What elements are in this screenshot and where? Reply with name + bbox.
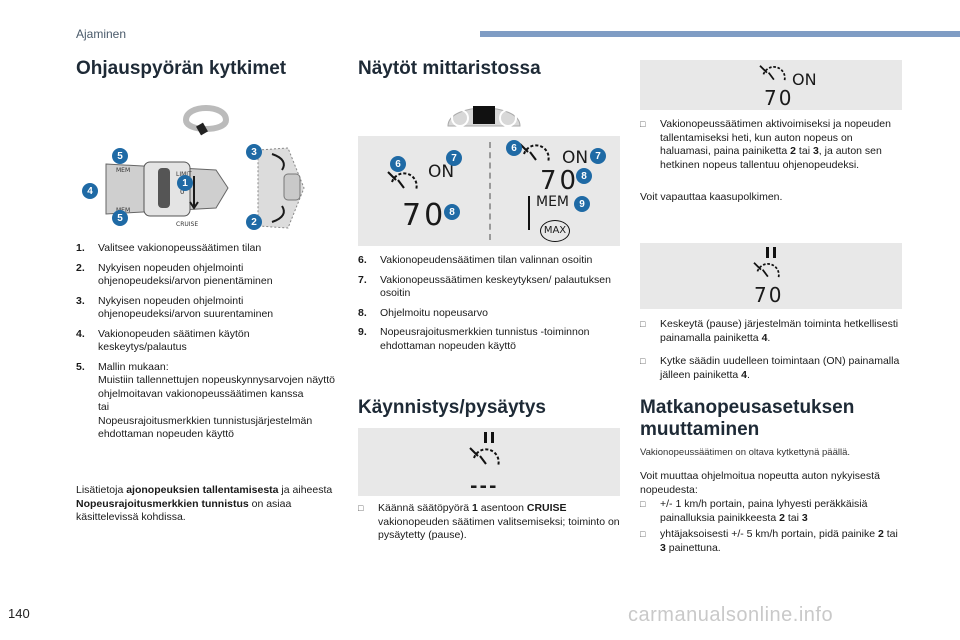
activate-bullet: □ Vakionopeussäätimen aktivoimiseksi ja …: [640, 118, 891, 171]
speedometer-icon-pause: [469, 447, 500, 467]
panel-divider: [489, 142, 491, 240]
pause-display-panel: ---: [358, 428, 620, 497]
pause-icon: [766, 247, 769, 258]
speedometer-icon-on: [759, 65, 786, 82]
display-on-label: ON: [428, 162, 455, 182]
bullet-icon: □: [640, 529, 646, 539]
stalk-limit-label: LIMIT: [176, 171, 192, 178]
release-paragraph: Voit vapauttaa kaasupolkimen.: [640, 191, 783, 203]
heading-start-stop: Käynnistys/pysäytys: [358, 397, 546, 418]
speedometer-icon-paused: [753, 262, 780, 279]
step-5-bullet: □ yhtäjaksoisesti +/- 5 km/h portain, pi…: [640, 528, 898, 554]
cruise-stalk-image: MEM MEM CRUISE LIMIT 0: [105, 161, 229, 228]
header-bar: [480, 31, 960, 37]
mem-arrow: [528, 196, 530, 230]
display-max-label: MAX: [540, 220, 570, 242]
badge-8-left: 8: [444, 204, 460, 220]
badge-2: 2: [246, 214, 262, 230]
list-item: 4.Vakionopeuden säätimen käytön keskeyty…: [76, 327, 250, 354]
display-on-label-right: ON: [562, 148, 589, 168]
badge-7-right: 7: [590, 148, 606, 164]
stalk-mem-label: MEM: [116, 167, 130, 174]
stalk-cruise-label: CRUISE: [176, 221, 198, 228]
list-item: 2.Nykyisen nopeuden ohjelmointi ohjenope…: [76, 261, 273, 288]
bullet-icon: □: [640, 356, 646, 366]
list-item: 1.Valitsee vakionopeussäätimen tilan: [76, 242, 262, 254]
list-item: 3.Nykyisen nopeuden ohjelmointi ohjenope…: [76, 294, 274, 321]
badge-5-top: 5: [112, 148, 128, 164]
list-item: 8.Ohjelmoitu nopeusarvo: [358, 306, 488, 319]
step-1-bullet: □ +/- 1 km/h portain, paina lyhyesti per…: [640, 498, 868, 524]
pause-icon-bar: [491, 432, 494, 443]
badge-7-left: 7: [446, 150, 462, 166]
display-list: 6.Vakionopeudensäätimen tilan valinnan o…: [358, 254, 620, 359]
bullet-icon: □: [640, 119, 646, 129]
bullet-icon: □: [640, 319, 646, 329]
on-display-panel: ON 70: [640, 60, 902, 110]
steering-wheel-icon: [182, 105, 230, 136]
cluster-display-panel: ON 70 6 7 8 ON 70 MEM MAX 6 7 8 9: [358, 136, 620, 246]
section-label: Ajaminen: [76, 27, 127, 41]
start-stop-bullet: □ Käännä säätöpyörä 1 asentoon CRUISE va…: [358, 502, 620, 541]
heading-speed-setting: Matkanopeusasetuksen muuttaminen: [640, 397, 855, 440]
list-item: 6.Vakionopeudensäätimen tilan valinnan o…: [358, 254, 593, 266]
change-speed-paragraph: Voit muuttaa ohjelmoitua nopeutta auton …: [640, 470, 880, 496]
heading-steering-switches: Ohjauspyörän kytkimet: [76, 58, 287, 79]
pause-icon-bar: [773, 247, 776, 258]
list-item: 5.Mallin mukaan: Muistiin tallennettujen…: [76, 360, 335, 441]
heading-displays: Näytöt mittaristossa: [358, 58, 541, 79]
pause-icon: [484, 432, 487, 443]
paused-display-panel: 70: [640, 243, 902, 309]
prerequisite-note: Vakionopeussäätimen on oltava kytkettynä…: [640, 447, 851, 458]
badge-1: 1: [177, 175, 193, 191]
pause-speed-dashes: ---: [470, 476, 499, 497]
speedometer-icon: [387, 171, 418, 191]
paused-display-speed: 70: [754, 283, 784, 307]
badge-9: 9: [574, 196, 590, 212]
list-item: 9.Nopeusrajoitusmerkkien tunnistus -toim…: [358, 326, 590, 352]
more-info-paragraph: Lisätietoja ajonopeuksien tallentamisest…: [76, 484, 333, 523]
instrument-cluster-icon: [447, 106, 521, 127]
badge-3: 3: [246, 144, 262, 160]
stalk-zero-label: 0: [180, 188, 184, 196]
resume-bullet: □ Kytke säädin uudelleen toimintaan (ON)…: [640, 355, 900, 381]
on-display-label: ON: [792, 70, 817, 89]
display-mem-label: MEM: [536, 194, 570, 210]
steering-switches-illustration: MEM MEM CRUISE LIMIT 0 5 4 5 1 3 2: [76, 88, 338, 236]
badge-6-right: 6: [506, 140, 522, 156]
display-speed: 70: [402, 198, 447, 233]
stalk-side-image: [257, 147, 305, 229]
badge-8-right: 8: [576, 168, 592, 184]
display-speed-right: 70: [540, 166, 580, 196]
badge-5-bottom: 5: [112, 210, 128, 226]
badge-6-left: 6: [390, 156, 406, 172]
badge-4: 4: [82, 183, 98, 199]
page-number: 140: [8, 606, 30, 621]
list-item: 7.Vakionopeussäätimen keskeytyksen/ pala…: [358, 273, 611, 300]
watermark: carmanualsonline.info: [628, 604, 834, 626]
bullet-icon: □: [640, 499, 646, 509]
on-display-speed: 70: [764, 86, 794, 110]
pause-bullet: □ Keskeytä (pause) järjestelmän toiminta…: [640, 318, 899, 344]
switch-list: 1.Valitsee vakionopeussäätimen tilan 2.N…: [76, 242, 340, 448]
bullet-icon: □: [358, 503, 364, 513]
